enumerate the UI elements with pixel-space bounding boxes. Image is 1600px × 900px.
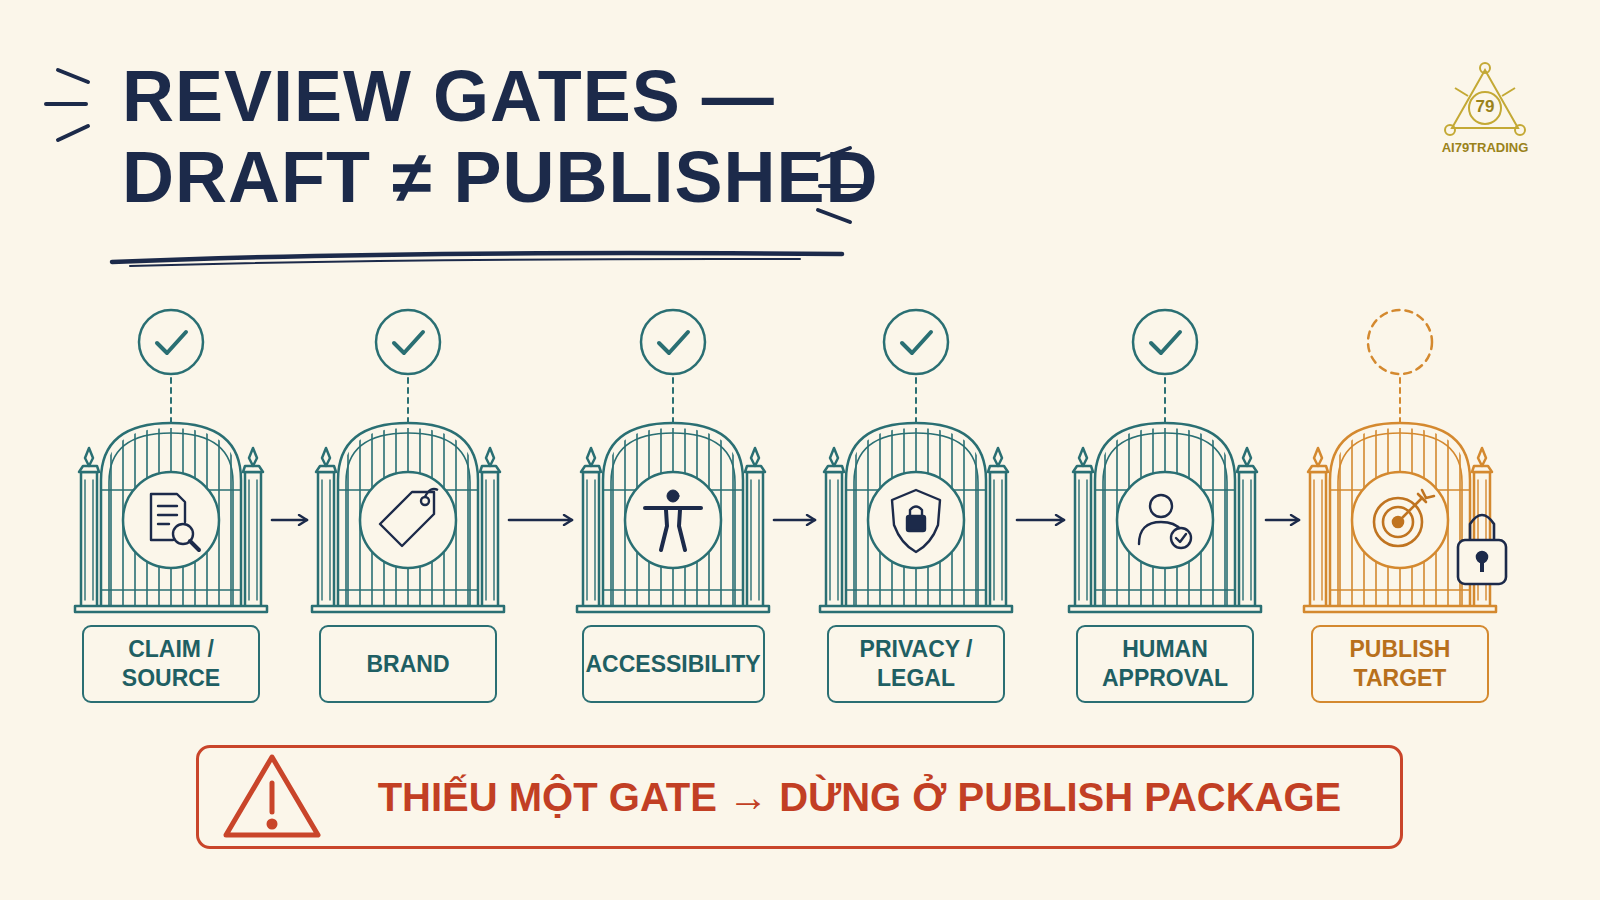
gate-privacy-legal: [820, 423, 1012, 612]
gate-label-box: HUMAN APPROVAL: [1076, 625, 1254, 703]
gate-node: BRAND: [313, 425, 503, 703]
gate-node: CLAIM / SOURCE: [76, 425, 266, 703]
warning-box: THIẾU MỘT GATE → DỪNG Ở PUBLISH PACKAGE: [196, 745, 1403, 849]
gate-claim-source: [75, 423, 267, 612]
warning-icon: [226, 757, 318, 835]
logo: [1445, 63, 1525, 135]
flow-arrow: [774, 519, 815, 522]
flow-arrow: [509, 519, 572, 522]
gate-label-box: PUBLISH TARGET: [1311, 625, 1489, 703]
gate-brand: [312, 423, 504, 612]
gate-label: CLAIM / SOURCE: [92, 635, 250, 693]
gate-label: HUMAN APPROVAL: [1086, 635, 1244, 693]
flow-arrow: [272, 519, 307, 522]
gate-label-box: ACCESSIBILITY: [582, 625, 765, 703]
logo-number: 79: [1465, 97, 1505, 117]
gate-node: HUMAN APPROVAL: [1070, 425, 1260, 703]
gate-node: PUBLISH TARGET: [1305, 425, 1495, 703]
gate-label: PUBLISH TARGET: [1321, 635, 1479, 693]
title: REVIEW GATES — DRAFT ≠ PUBLISHED: [122, 56, 938, 217]
flow-arrow: [1266, 519, 1299, 522]
gate-node: PRIVACY / LEGAL: [821, 425, 1011, 703]
lock-symbol: [1458, 515, 1506, 584]
logo-wordmark: AI79TRADING: [1420, 140, 1550, 155]
gate-label-box: BRAND: [319, 625, 497, 703]
gate-label-box: PRIVACY / LEGAL: [827, 625, 1005, 703]
gate-label: PRIVACY / LEGAL: [837, 635, 995, 693]
gate-label: ACCESSIBILITY: [585, 650, 760, 679]
check-markers: [139, 310, 1432, 424]
warning-text: THIẾU MỘT GATE → DỪNG Ở PUBLISH PACKAGE: [378, 775, 1342, 820]
gate-human-approval: [1069, 423, 1261, 612]
gate-node: ACCESSIBILITY: [578, 425, 768, 703]
gate-accessibility: [577, 423, 769, 612]
gate-label: BRAND: [366, 650, 449, 679]
gate-label-box: CLAIM / SOURCE: [82, 625, 260, 703]
flow-arrow: [1017, 519, 1064, 522]
